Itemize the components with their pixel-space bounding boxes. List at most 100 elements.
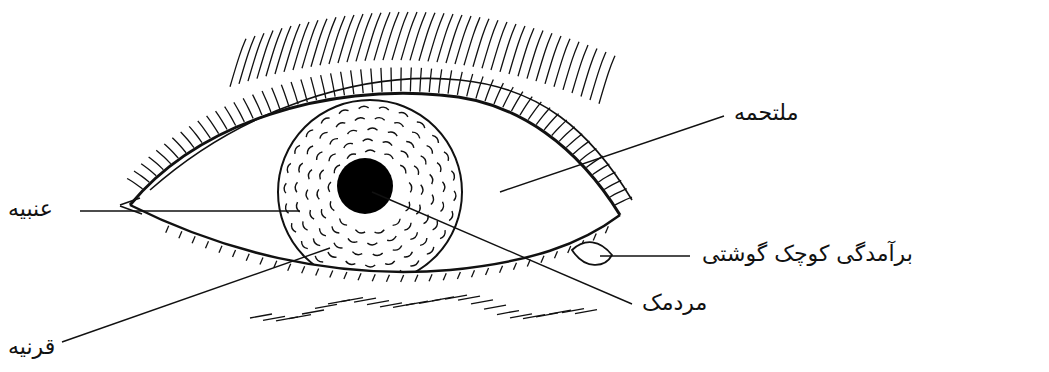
iris-fleck [365,265,375,267]
lower-lid [130,205,620,272]
iris-fleck [454,191,456,201]
iris-fleck [427,146,433,154]
iris-fleck [330,139,338,145]
leader-line [600,255,690,256]
iris-fleck [330,201,334,210]
hair-stroke [288,264,291,271]
hair-stroke [464,17,480,65]
iris-fleck [302,241,308,249]
iris-fleck [444,152,449,161]
hair-stroke [544,114,558,130]
hair-stroke [536,33,552,81]
hair-stroke [230,39,246,87]
hair-stroke [134,171,149,182]
hair-stroke [491,22,507,70]
hair-stroke [615,197,632,205]
iris-fleck [431,195,434,205]
hair-stroke [351,70,354,94]
part-label: ملتحمه [732,100,800,126]
hair-stroke [572,45,588,93]
iris-fleck [317,189,319,199]
hair-stroke [302,266,305,273]
leader-line [62,248,330,342]
hair-stroke [207,116,219,134]
iris-fleck [321,118,329,123]
iris-fleck [344,143,353,148]
iris-fleck [319,228,325,236]
iris-fleck [320,170,324,179]
iris-fleck [393,245,402,250]
iris-fleck [340,218,347,225]
hair-stroke [592,164,609,175]
iris-fleck [401,151,408,158]
hair-stroke [262,91,271,112]
hair-stroke [568,246,571,253]
iris-fleck [404,252,413,257]
hair-stroke [192,236,195,243]
iris-fleck [437,163,441,172]
hair-stroke [344,272,347,279]
hair-stroke [330,270,333,277]
hair-stroke [291,82,298,104]
hair-stroke [281,85,289,107]
hair-stroke [448,70,452,93]
part-label: عنبیه [6,196,55,222]
iris-fleck [291,223,296,232]
hair-stroke [272,88,280,109]
iris-fleck [440,230,445,239]
hair-stroke [248,33,264,81]
hair-stroke [358,273,361,280]
hair-stroke [257,31,273,79]
iris-fleck [442,182,444,192]
hair-stroke [311,19,327,67]
hair-stroke [246,254,249,261]
hair-stroke [500,266,503,273]
hair-stroke [598,172,615,182]
hair-stroke [575,310,597,314]
hair-stroke [509,26,525,74]
hair-stroke [541,256,544,263]
hair-stroke [429,69,431,93]
hair-stroke [429,274,432,281]
hair-stroke [392,12,408,60]
hair-stroke [471,300,493,304]
hair-stroke [141,164,156,176]
hair-stroke [605,226,608,233]
iris-fleck [307,146,313,154]
hair-stroke [275,26,291,74]
iris-fleck [400,165,406,173]
iris-fleck [313,238,320,245]
iris-fleck [432,135,438,143]
iris-fleck [433,221,438,230]
hair-stroke [410,12,426,60]
iris-fleck [355,118,365,121]
iris-fleck [347,154,356,159]
hair-stroke [457,72,462,95]
iris-fleck [355,230,365,233]
iris-fleck [332,226,339,233]
iris-fleck [310,210,314,219]
hair-stroke [590,52,606,100]
hair-stroke [372,274,375,281]
iris-fleck [375,118,385,121]
hair-stroke [500,24,516,72]
iris-fleck [371,275,381,277]
hair-stroke [486,268,489,275]
iris-fleck [351,274,361,277]
hair-stroke [205,241,208,248]
part-label: برآمدگی کوچک گوشتی [700,241,915,267]
iris-fleck [384,154,393,159]
hair-stroke [401,275,404,282]
iris-fleck [383,142,392,146]
hair-stroke [289,315,311,319]
iris-fleck [303,221,308,230]
iris-fleck [315,256,323,262]
hair-stroke [401,12,417,60]
hair-stroke [374,12,390,60]
hair-stroke [527,31,543,79]
hair-stroke [302,310,324,314]
hair-stroke [482,20,498,68]
iris-fleck [359,106,369,108]
iris-fleck [394,123,403,127]
